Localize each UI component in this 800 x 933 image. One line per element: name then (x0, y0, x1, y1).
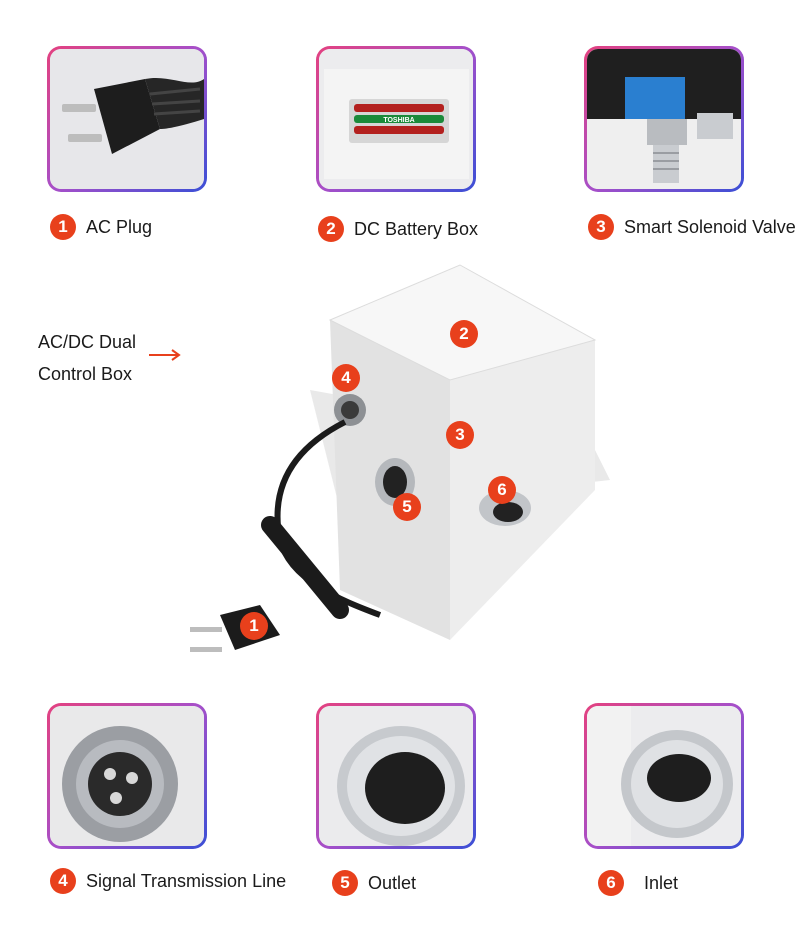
control-box-photo (190, 264, 610, 652)
number-badge: 5 (332, 870, 358, 896)
control-box-label: AC/DC Dual Control Box (38, 326, 136, 390)
marker-inlet: 6 (488, 476, 516, 504)
caption-signal-transmission-line: 4 Signal Transmission Line (50, 868, 286, 894)
number-badge: 6 (598, 870, 624, 896)
battery-box-icon: TOSHIBA (319, 49, 473, 189)
control-box-label-line1: AC/DC Dual (38, 332, 137, 352)
caption-outlet: 5 Outlet (332, 870, 416, 896)
photo-card-signal-line (47, 703, 207, 849)
marker-solenoid-valve: 3 (446, 421, 474, 449)
marker-battery-box: 2 (450, 320, 478, 348)
photo-card-ac-plug (47, 46, 207, 192)
marker-signal-line: 4 (332, 364, 360, 392)
caption-label: Signal Transmission Line (86, 870, 287, 891)
photo-card-inlet (584, 703, 744, 849)
solenoid-valve-icon (587, 49, 741, 189)
number-badge: 4 (50, 868, 76, 894)
caption-ac-plug: 1 AC Plug (50, 214, 152, 240)
number-badge: 1 (50, 214, 76, 240)
number-badge: 2 (318, 216, 344, 242)
caption-inlet: 6 Inlet (598, 870, 678, 896)
inlet-thread-icon (587, 706, 741, 846)
caption-label: DC Battery Box (354, 218, 479, 239)
photo-card-battery-box: TOSHIBA (316, 46, 476, 192)
outlet-thread-icon (319, 706, 473, 846)
arrow-right-icon (149, 349, 181, 361)
battery-brand-text: TOSHIBA (383, 117, 414, 124)
caption-label: Outlet (368, 872, 417, 893)
caption-label: AC Plug (86, 216, 153, 237)
caption-label: Inlet (644, 872, 679, 893)
photo-card-solenoid-valve (584, 46, 744, 192)
connector-icon (50, 706, 204, 846)
plug-icon (50, 49, 204, 189)
marker-ac-plug: 1 (240, 612, 268, 640)
photo-card-outlet (316, 703, 476, 849)
caption-smart-solenoid-valve: 3 Smart Solenoid Valve (588, 214, 796, 240)
control-box-label-line2: Control Box (38, 364, 133, 384)
marker-outlet: 5 (393, 493, 421, 521)
caption-label: Smart Solenoid Valve (624, 216, 796, 237)
number-badge: 3 (588, 214, 614, 240)
caption-dc-battery-box: 2 DC Battery Box (318, 216, 478, 242)
